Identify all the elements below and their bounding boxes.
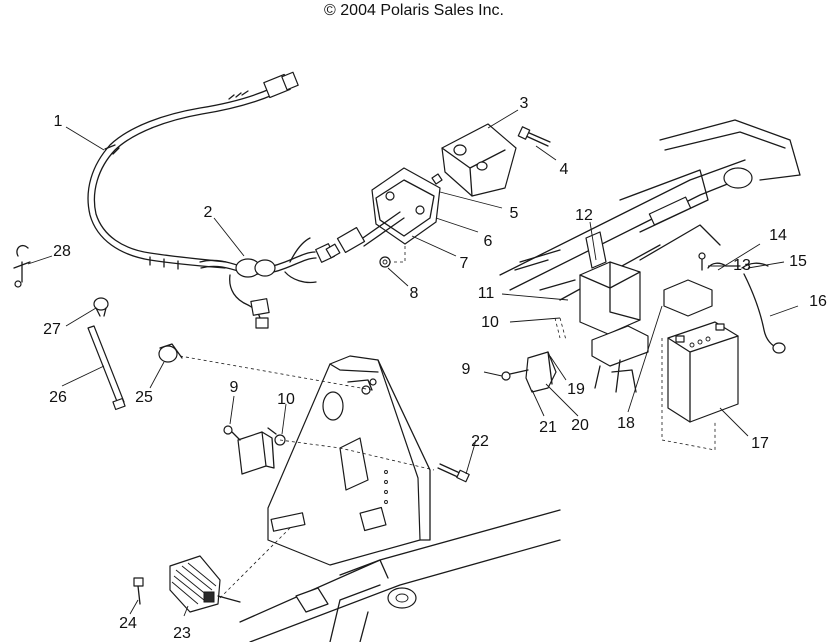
- callout-7: 7: [460, 255, 469, 272]
- regulator-bolt: [133, 577, 144, 605]
- housing-bolt: [517, 126, 551, 147]
- callout-27: 27: [43, 321, 61, 338]
- callout-9-module: 9: [230, 379, 239, 396]
- rear-frame: [499, 119, 801, 301]
- callout-6: 6: [484, 233, 493, 250]
- callout-5: 5: [510, 205, 519, 222]
- tail-lamp-lens: [371, 167, 443, 245]
- guide-line-plate: [279, 439, 435, 471]
- grommet: [93, 297, 109, 317]
- voltage-regulator: [169, 555, 241, 613]
- cable-tie: [87, 325, 126, 411]
- callout-13: 13: [733, 257, 751, 274]
- lamp-socket: [325, 211, 405, 259]
- callout-14: 14: [769, 227, 787, 244]
- callout-28: 28: [53, 243, 71, 260]
- callout-25: 25: [135, 389, 153, 406]
- callout-23: 23: [173, 625, 191, 642]
- guide-line-clamp: [179, 355, 373, 391]
- callout-9-bracket: 9: [462, 361, 471, 378]
- tail-light-housing: [441, 123, 517, 197]
- callout-20: 20: [571, 417, 589, 434]
- cable-clamp: [158, 343, 183, 363]
- callout-2: 2: [204, 204, 213, 221]
- bracket-bolt: [501, 369, 529, 381]
- callout-1: 1: [54, 113, 63, 130]
- callout-8: 8: [410, 285, 419, 302]
- guide-line-bracket: [554, 317, 567, 341]
- callout-22: 22: [471, 433, 489, 450]
- callout-3: 3: [520, 95, 529, 112]
- lower-frame-tube: [239, 509, 561, 642]
- callout-labels: 1 2 3 4 5 6 7 8 9 9 10 10 11 12 13 14 15…: [43, 95, 827, 642]
- wire-harness: [87, 71, 299, 270]
- callout-26: 26: [49, 389, 67, 406]
- callout-21: 21: [539, 419, 557, 436]
- callout-19: 19: [567, 381, 585, 398]
- lamp-guide-line: [388, 246, 406, 263]
- callout-4: 4: [560, 161, 569, 178]
- leader-lines: [27, 109, 799, 617]
- guide-line-regulator: [219, 527, 291, 599]
- plate-bolt: [437, 463, 470, 483]
- callout-12: 12: [575, 207, 593, 224]
- lamp-nut: [379, 256, 391, 268]
- callout-16: 16: [809, 293, 827, 310]
- callout-18: 18: [617, 415, 635, 432]
- callout-24: 24: [119, 615, 137, 632]
- battery-clip: [525, 351, 557, 393]
- callout-11: 11: [478, 285, 495, 302]
- callout-10-module: 10: [277, 391, 295, 408]
- mounting-plate: [267, 355, 431, 566]
- wire-clip: [13, 244, 31, 288]
- battery-terminal-screw: [698, 252, 706, 271]
- regulator-module: [231, 427, 277, 475]
- callout-10-bracket: 10: [481, 314, 499, 331]
- battery-bracket: [579, 231, 649, 393]
- callout-15: 15: [789, 253, 807, 270]
- battery-cover-pad: [663, 279, 713, 317]
- battery: [661, 321, 739, 451]
- sub-harness: [199, 237, 335, 329]
- callout-17: 17: [751, 435, 769, 452]
- copyright-notice: © 2004 Polaris Sales Inc.: [324, 2, 504, 19]
